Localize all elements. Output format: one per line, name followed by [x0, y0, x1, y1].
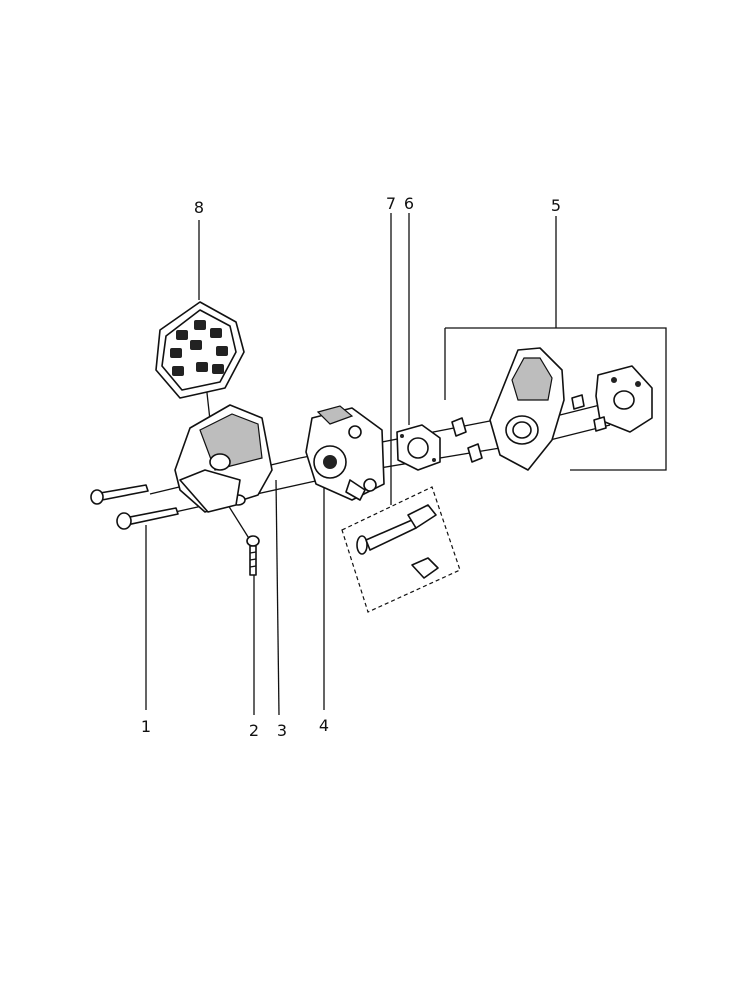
callout-1: 1: [141, 717, 151, 736]
callout-6: 6: [404, 194, 414, 213]
part-1-screws: [90, 484, 179, 530]
callout-3: 3: [277, 721, 287, 740]
part-5-kit-box: [444, 327, 667, 471]
callout-5: 5: [551, 196, 561, 215]
spacer-nuts: [451, 417, 483, 463]
callout-labels: 8 7 6 5 1 2 3 4: [141, 194, 561, 740]
callout-7: 7: [386, 194, 396, 213]
part-7-kit-box: [341, 486, 461, 613]
part-8-filter-screen: [155, 301, 245, 399]
part-5-intake-manifold: [489, 347, 653, 471]
callout-2: 2: [249, 721, 259, 740]
part-6-gasket: [396, 424, 441, 471]
callout-8: 8: [194, 198, 204, 217]
part-7-choke-parts: [356, 504, 439, 579]
callout-4: 4: [319, 716, 329, 735]
part-3-filter-housing: [174, 404, 273, 513]
part-4-carburetor: [305, 405, 385, 501]
part-2-screw: [246, 535, 260, 576]
